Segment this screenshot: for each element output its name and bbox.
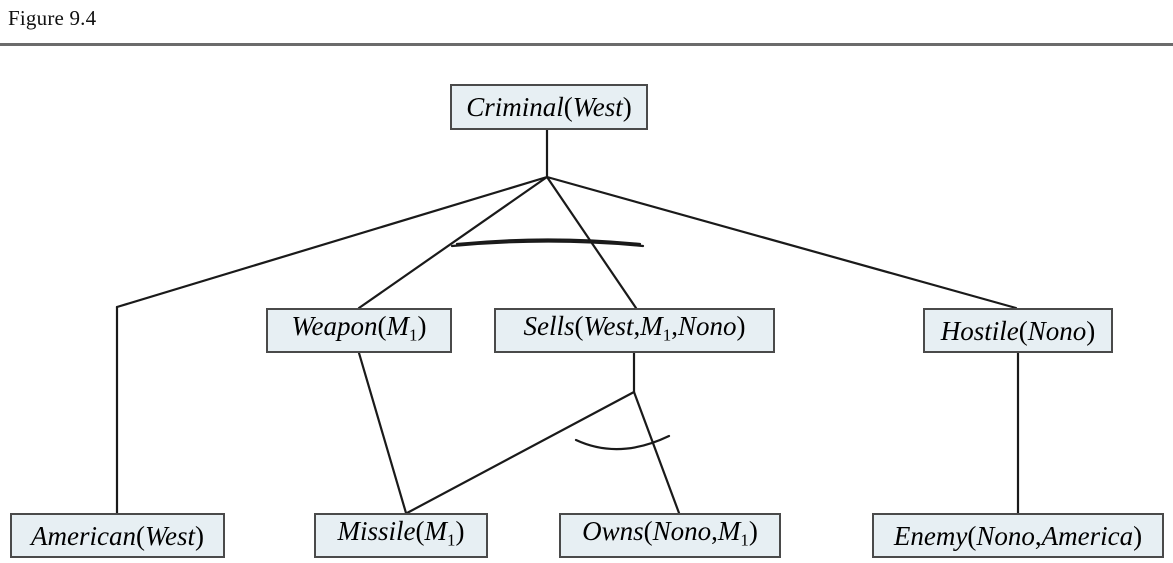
- node-missile-m1-label: Missile(M1): [337, 515, 465, 550]
- node-hostile-nono-label: Hostile(Nono): [940, 315, 1096, 346]
- node-american-west[interactable]: American(West): [10, 513, 225, 558]
- node-criminal-west-label: Criminal(West): [466, 92, 632, 122]
- and-arc-criminal-wide: [450, 240, 645, 248]
- node-owns-nono-m1-label: Owns(Nono,M1): [582, 515, 758, 550]
- proof-tree-diagram: Criminal(West) Weapon(M1) Sells(West,M1,…: [0, 45, 1173, 563]
- edge-criminal-to-weapon: [357, 175, 549, 310]
- figure-caption: Figure 9.4: [8, 6, 97, 30]
- node-criminal-west[interactable]: Criminal(West): [450, 84, 648, 130]
- header-divider: [0, 43, 1173, 46]
- edge-criminal-to-american: [115, 175, 549, 309]
- node-owns-nono-m1[interactable]: Owns(Nono,M1): [559, 513, 781, 558]
- node-sells-west-m1-nono[interactable]: Sells(West,M1,Nono): [494, 308, 775, 353]
- edge-criminal-to-hostile: [545, 175, 1018, 310]
- edge-sells-to-missile: [405, 390, 636, 515]
- node-weapon-m1[interactable]: Weapon(M1): [266, 308, 452, 353]
- node-missile-m1[interactable]: Missile(M1): [314, 513, 488, 558]
- and-arc-sells: [574, 434, 671, 451]
- figure-header: Figure 9.4: [0, 0, 1173, 46]
- node-american-west-label: American(West): [31, 520, 204, 551]
- edge-sells-to-owns: [632, 390, 681, 515]
- node-enemy-nono-america[interactable]: Enemy(Nono,America): [872, 513, 1164, 558]
- node-weapon-m1-label: Weapon(M1): [291, 310, 427, 345]
- edge-weapon-to-missile: [357, 351, 408, 515]
- edge-layer: [115, 128, 1020, 515]
- and-arc-criminal: [455, 238, 642, 246]
- node-enemy-nono-america-label: Enemy(Nono,America): [893, 520, 1143, 551]
- node-hostile-nono[interactable]: Hostile(Nono): [923, 308, 1113, 353]
- node-sells-west-m1-nono-label: Sells(West,M1,Nono): [523, 310, 746, 345]
